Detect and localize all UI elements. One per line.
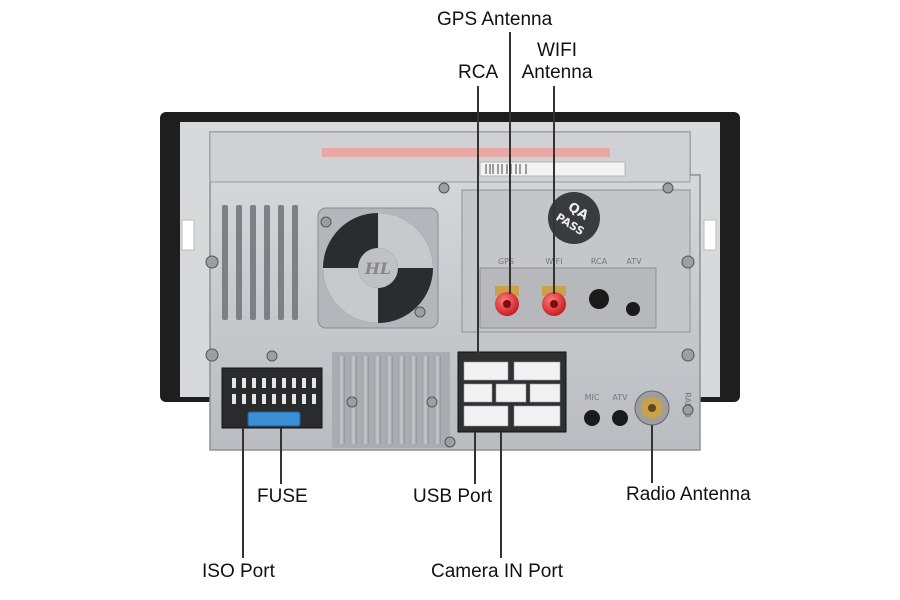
radio-antenna-connector — [634, 390, 670, 426]
svg-text:ATV: ATV — [612, 393, 628, 402]
atv-jack — [626, 302, 640, 316]
gps-antenna-connector — [495, 286, 519, 316]
radio-antenna-label: Radio Antenna — [626, 484, 751, 505]
brand-logo: HL — [364, 259, 391, 278]
radio-antenna-leader — [651, 425, 653, 483]
multi-connector-sockets — [463, 361, 561, 427]
camera-in-port-label: Camera IN Port — [431, 561, 563, 582]
mic-jack — [584, 410, 600, 426]
rca-leader — [477, 86, 479, 356]
svg-text:MIC: MIC — [585, 393, 600, 402]
camera-in-port-leader — [500, 432, 502, 558]
left-mount-tab — [181, 219, 195, 251]
wifi-antenna-leader — [553, 86, 555, 294]
fuse — [247, 411, 301, 427]
svg-text:ATV: ATV — [626, 257, 642, 266]
usb-port-leader — [474, 432, 476, 484]
warning-sticker — [322, 148, 610, 157]
iso-port-pins — [232, 378, 316, 404]
mounting-screws — [205, 182, 695, 448]
wifi-label-line1: WIFI — [536, 40, 578, 61]
right-mount-tab — [703, 219, 717, 251]
rca-label: RCA — [458, 62, 499, 83]
usb-port-label: USB Port — [413, 486, 493, 507]
wifi-label-line2: Antenna — [521, 62, 593, 83]
iso-port-leader — [242, 428, 244, 558]
wifi-antenna-label: WIFI Antenna — [517, 40, 597, 84]
fuse-label: FUSE — [257, 486, 308, 507]
gps-antenna-leader — [509, 32, 511, 294]
serial-barcode — [485, 164, 527, 174]
svg-text:GPS: GPS — [498, 257, 514, 266]
cooling-fan: HL — [317, 207, 439, 329]
iso-port-label: ISO Port — [202, 561, 275, 582]
left-vent-slots — [222, 205, 298, 320]
fuse-leader — [280, 428, 282, 484]
heatsink-fins — [332, 352, 450, 448]
svg-text:RCA: RCA — [591, 257, 608, 266]
atv-input-jack — [612, 410, 628, 426]
rca-jack — [589, 289, 609, 309]
gps-antenna-label: GPS Antenna — [437, 9, 553, 30]
qa-pass-sticker: QA PASS — [548, 192, 600, 244]
